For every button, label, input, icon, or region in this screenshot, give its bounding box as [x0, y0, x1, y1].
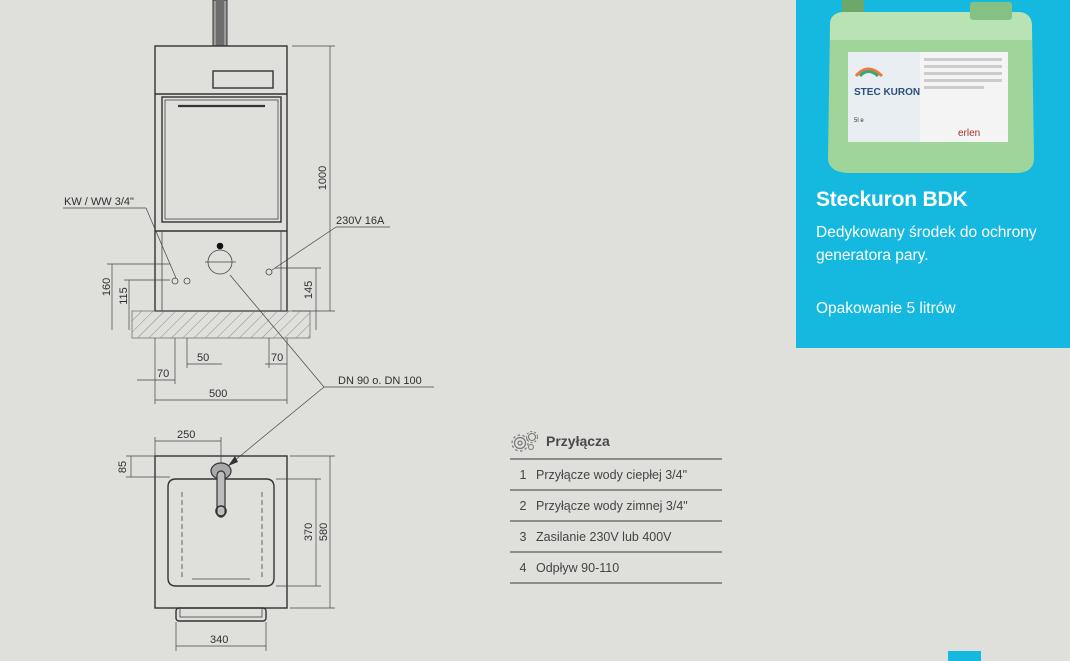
leader-drain: DN 90 o. DN 100	[227, 274, 434, 467]
technical-drawing: 1000 KW / WW 3/4" 230V 16A 160 115 145 5…	[63, 0, 434, 651]
cabinet-front-view	[154, 45, 288, 312]
svg-text:115: 115	[118, 287, 130, 305]
connections-title: Przyłącza	[546, 433, 610, 449]
svg-text:340: 340	[210, 634, 228, 646]
dimension-top-view: 250 85 370 580 340	[117, 429, 335, 651]
floor-hatch	[131, 310, 311, 339]
connection-label: Odpływ 90-110	[536, 560, 620, 575]
svg-text:145: 145	[303, 281, 315, 299]
svg-text:1000: 1000	[317, 166, 329, 190]
connection-label: Zasilanie 230V lub 400V	[536, 529, 672, 544]
svg-text:580: 580	[318, 523, 330, 541]
canister-maker: erlen	[958, 128, 980, 139]
svg-text:KW / WW 3/4": KW / WW 3/4"	[64, 196, 134, 208]
svg-text:160: 160	[101, 278, 113, 296]
page-corner-tab	[948, 651, 981, 661]
product-title: Steckuron BDK	[816, 188, 968, 211]
connection-number: 3	[519, 529, 527, 544]
svg-text:85: 85	[117, 461, 129, 473]
dimension-145: 145	[275, 267, 321, 330]
connection-number: 4	[519, 560, 527, 575]
leader-kw-ww: KW / WW 3/4"	[63, 196, 177, 279]
connection-number: 1	[519, 467, 527, 482]
svg-text:70: 70	[271, 352, 283, 364]
dimension-160-115: 160 115	[101, 263, 170, 330]
svg-text:70: 70	[157, 368, 169, 380]
product-card: STEC KURON 5l e erlen Steckuron BDK Dedy…	[796, 0, 1070, 348]
connections-header: Przyłącza	[510, 424, 722, 458]
connection-label: Przyłącze wody ciepłej 3/4"	[536, 467, 688, 482]
gears-icon	[511, 430, 539, 452]
canister-volume: 5l e	[854, 118, 864, 124]
svg-text:500: 500	[209, 388, 227, 400]
canister-image: STEC KURON 5l e erlen	[820, 0, 1042, 176]
connection-label: Przyłącze wody zimnej 3/4"	[536, 498, 688, 513]
dimension-1000: 1000	[292, 45, 335, 312]
connection-row: 4 Odpływ 90-110	[510, 551, 722, 584]
svg-text:DN 90 o. DN 100: DN 90 o. DN 100	[338, 375, 422, 387]
canister-brand: STEC KURON	[854, 87, 920, 98]
dimension-bottom-front: 50 70 70 500	[137, 338, 288, 404]
connection-number: 2	[519, 498, 527, 513]
svg-text:250: 250	[177, 429, 195, 441]
cabinet-top-view	[154, 455, 288, 622]
connections-table: Przyłącza 1 Przyłącze wody ciepłej 3/4" …	[510, 424, 722, 584]
svg-text:230V 16A: 230V 16A	[336, 215, 385, 227]
svg-text:370: 370	[303, 523, 315, 541]
connection-row: 1 Przyłącze wody ciepłej 3/4"	[510, 458, 722, 489]
leader-power: 230V 16A	[271, 215, 390, 271]
product-package: Opakowanie 5 litrów	[816, 300, 956, 317]
product-description: Dedykowany środek do ochrony generatora …	[816, 224, 1037, 264]
faucet-front	[212, 0, 228, 47]
connection-row: 2 Przyłącze wody zimnej 3/4"	[510, 489, 722, 520]
svg-text:50: 50	[197, 352, 209, 364]
connection-row: 3 Zasilanie 230V lub 400V	[510, 520, 722, 551]
